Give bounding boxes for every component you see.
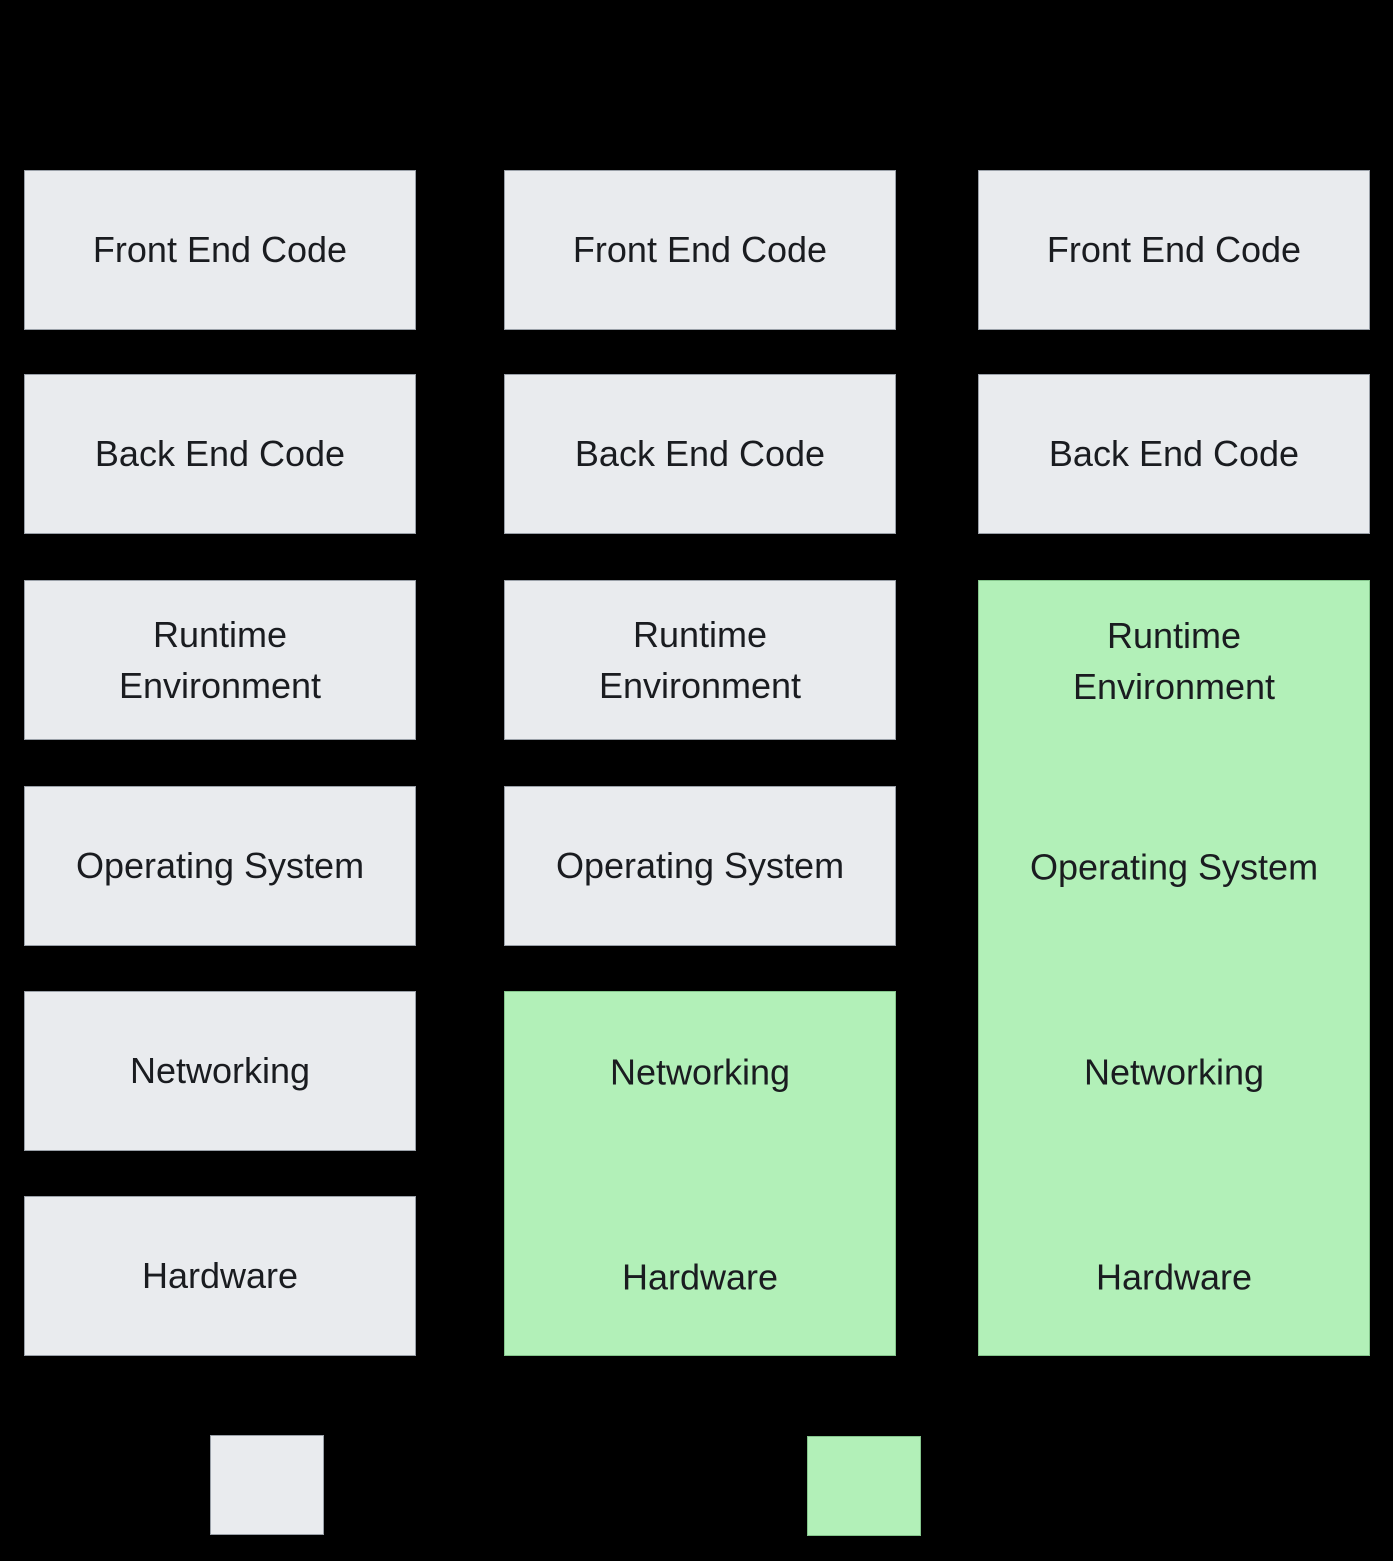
col1-networking-box: Networking <box>24 991 416 1151</box>
col2-back-end-code-box: Back End Code <box>504 374 896 534</box>
col3-operating-system-label: Operating System <box>1029 846 1319 888</box>
col1-runtime-environment-box: Runtime Environment <box>24 580 416 740</box>
col2-runtime-environment-box: Runtime Environment <box>504 580 896 740</box>
col3-runtime-environment-label: Runtime Environment <box>1072 614 1276 707</box>
col2-networking-label: Networking <box>609 1051 791 1093</box>
col3-back-end-code-box: Back End Code <box>978 374 1370 534</box>
col2-hardware-label: Hardware <box>621 1256 779 1298</box>
col1-front-end-code-box: Front End Code <box>24 170 416 330</box>
col2-operating-system-box: Operating System <box>504 786 896 946</box>
legend-gray-swatch <box>210 1435 324 1535</box>
col1-hardware-box: Hardware <box>24 1196 416 1356</box>
col2-front-end-code-box: Front End Code <box>504 170 896 330</box>
col2-managed-green-box: Networking Hardware <box>504 991 896 1356</box>
col1-back-end-code-box: Back End Code <box>24 374 416 534</box>
col3-hardware-label: Hardware <box>1095 1256 1253 1298</box>
col3-managed-green-box: Runtime Environment Operating System Net… <box>978 580 1370 1356</box>
col3-front-end-code-box: Front End Code <box>978 170 1370 330</box>
col1-operating-system-box: Operating System <box>24 786 416 946</box>
legend-green-swatch <box>807 1436 921 1536</box>
col3-networking-label: Networking <box>1083 1051 1265 1093</box>
